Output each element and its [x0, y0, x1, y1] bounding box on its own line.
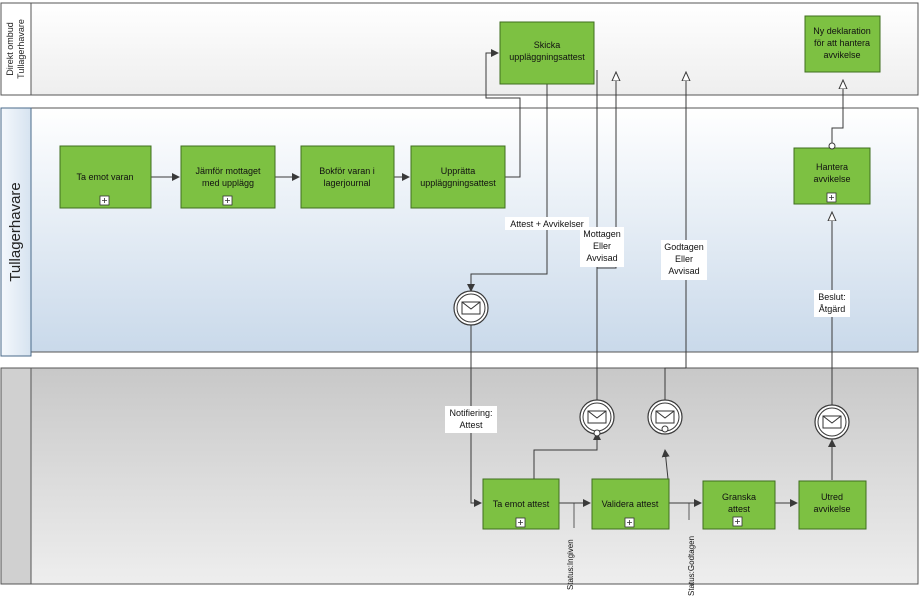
task-label-line1: Upprätta	[441, 166, 476, 176]
label-line2: Attest	[459, 420, 483, 430]
label-beslut-atgard: Beslut: Åtgärd	[814, 290, 850, 317]
status-godtagen: Status:Godtagen	[687, 503, 696, 596]
task-label-line2: uppläggningsattest	[509, 52, 585, 62]
task-label-line1: Utred	[821, 492, 843, 502]
envelope-icon	[587, 410, 607, 424]
task-label-line2: avvikelse	[813, 504, 850, 514]
task-label-line1: Hantera	[816, 162, 848, 172]
flow-to-message-godtagen	[661, 449, 670, 480]
flow-to-message-mottagen	[533, 432, 601, 479]
status-godtagen-text: Status:Godtagen	[687, 536, 696, 596]
plus-box-icon	[624, 517, 635, 528]
envelope-icon	[461, 301, 481, 315]
flow-attest-avvikelser	[467, 84, 548, 292]
label-line1: Notifiering:	[449, 408, 492, 418]
message-catch-event-attest[interactable]	[453, 290, 489, 326]
envelope-icon	[822, 415, 842, 429]
task-label-line2: avvikelse	[813, 174, 850, 184]
task-label-line1: Granska	[722, 492, 756, 502]
task-label-line2: med upplägg	[202, 178, 254, 188]
task-label-line3: avvikelse	[823, 50, 860, 60]
task-label-line1: Skicka	[534, 40, 561, 50]
label-line1: Godtagen	[664, 242, 704, 252]
task-ta-emot-attest[interactable]: Ta emot attest	[482, 478, 560, 530]
label-godtagen-eller-avvisad: Godtagen Eller Avvisad	[661, 240, 707, 280]
circle-marker-icon	[661, 425, 669, 433]
task-bokfor-varan[interactable]: Bokför varan i lagerjournal	[300, 145, 395, 209]
pool-direkt-ombud: Direkt ombud Tullagerhavare	[0, 2, 919, 96]
label-line1: Beslut:	[818, 292, 846, 302]
task-ny-deklaration[interactable]: Ny deklaration för att hantera avvikelse	[804, 15, 881, 73]
msgflow-origin-circle-icon	[828, 142, 836, 150]
task-label-line2: attest	[728, 504, 751, 514]
plus-box-icon	[99, 195, 110, 206]
task-label-line1: Bokför varan i	[319, 166, 375, 176]
task-validera-attest[interactable]: Validera attest	[591, 478, 670, 530]
task-label: Validera attest	[602, 499, 659, 509]
task-ta-emot-varan[interactable]: Ta emot varan	[59, 145, 152, 209]
label-mottagen-eller-avvisad: Mottagen Eller Avvisad	[580, 227, 624, 267]
plus-box-icon	[826, 192, 837, 203]
task-label-line2: lagerjournal	[323, 178, 370, 188]
task-hantera-avvikelse[interactable]: Hantera avvikelse	[793, 147, 871, 205]
pool-myndighet	[0, 367, 919, 585]
label-attest-avvikelser: Attest + Avvikelser	[505, 217, 589, 230]
task-label-line2: uppläggningsattest	[420, 178, 496, 188]
svg-text:Direkt ombud: Direkt ombud	[5, 22, 15, 76]
msgflow-origin-circle-icon	[593, 429, 601, 437]
plus-box-icon	[515, 517, 526, 528]
plus-box-icon	[732, 516, 743, 527]
flow-notifiering	[470, 325, 482, 507]
label-line1: Mottagen	[583, 229, 621, 239]
task-label-line2: för att hantera	[814, 38, 870, 48]
message-event-godtagen[interactable]	[647, 399, 683, 435]
plus-box-icon	[222, 195, 233, 206]
task-utred-avvikelse[interactable]: Utred avvikelse	[798, 480, 867, 530]
label-line2: Eller	[593, 241, 611, 251]
flow-uppratta-to-skicka	[485, 49, 521, 178]
task-uppratta-uppläggningsattest[interactable]: Upprätta uppläggningsattest	[410, 145, 506, 209]
label-text: Attest + Avvikelser	[510, 219, 584, 229]
pool-label-tullagerhavare-top: Tullagerhavare	[16, 19, 26, 79]
svg-text:Tullagerhavare: Tullagerhavare	[16, 19, 26, 79]
status-ingiven: Status:Ingiven	[566, 503, 575, 590]
task-label: Ta emot attest	[493, 499, 550, 509]
message-event-mottagen[interactable]	[579, 399, 615, 435]
task-skicka-uppläggningsattest[interactable]: Skicka uppläggningsattest	[499, 21, 595, 85]
label-notifiering-attest: Notifiering: Attest	[445, 406, 497, 433]
connector-godtagen	[664, 367, 686, 400]
label-line3: Avvisad	[586, 253, 617, 263]
label-line3: Avvisad	[668, 266, 699, 276]
task-jamfor-mottaget[interactable]: Jämför mottaget med upplägg	[180, 145, 276, 209]
task-label-line1: Ny deklaration	[813, 26, 871, 36]
msgflow-hantera-to-ny-deklaration	[831, 80, 843, 146]
message-event-beslut[interactable]	[814, 404, 850, 440]
task-granska-attest[interactable]: Granska attest	[702, 480, 776, 530]
status-ingiven-text: Status:Ingiven	[566, 539, 575, 590]
task-label-line1: Jämför mottaget	[195, 166, 261, 176]
label-line2: Åtgärd	[819, 304, 846, 314]
envelope-icon	[655, 410, 675, 424]
task-label: Ta emot varan	[76, 172, 133, 182]
pool-label-direkt-ombud: Direkt ombud	[5, 22, 15, 76]
pool-label-tullagerhavare: Tullagerhavare	[7, 182, 24, 282]
label-line2: Eller	[675, 254, 693, 264]
